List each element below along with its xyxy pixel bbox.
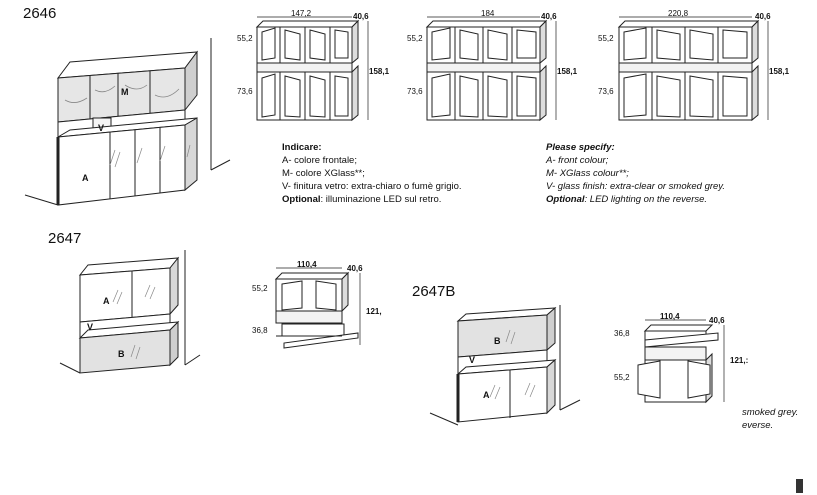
notes-it-line2: M- colore XGlass**; (282, 168, 365, 179)
dim-bottom-large: 73,6 (598, 87, 614, 96)
label-v: V (98, 123, 105, 133)
dim-top-small: 55,2 (237, 34, 253, 43)
label-2647b-a: A (483, 390, 490, 400)
dim-2647b-bottom: 55,2 (614, 373, 630, 382)
notes-it-title: Indicare: (282, 142, 322, 153)
dim-width-mid: 184 (481, 9, 495, 18)
dim-2647b-total: 121,: (730, 356, 749, 365)
notes-en-title: Please specify: (546, 142, 615, 153)
dim-2647b-depth: 40,6 (709, 316, 725, 325)
notes-english: Please specify: A- front colour; M- XGla… (546, 141, 725, 206)
notes-en-optional-text: : LED lighting on the reverse. (584, 194, 708, 205)
label-2647-a: A (103, 296, 110, 306)
dim-depth-large: 40,6 (755, 12, 771, 21)
dim-2647b-width: 110,4 (660, 312, 680, 321)
label-m: M (121, 87, 129, 97)
dim-2647-total: 121, (366, 307, 382, 316)
dim-top-mid: 55,2 (407, 34, 423, 43)
notes-en-optional-label: Optional (546, 194, 585, 205)
dim-bottom-small: 73,6 (237, 87, 253, 96)
model-code-2646: 2646 (23, 5, 57, 22)
dim-depth-mid: 40,6 (541, 12, 557, 21)
dim-total-small: 158,1 (369, 67, 390, 76)
notes-it-line3: V- finitura vetro: extra-chiaro o fumè g… (282, 181, 462, 192)
dim-depth-small: 40,6 (353, 12, 369, 21)
dim-width-small: 147,2 (291, 9, 312, 18)
notes-en-line3: V- glass finish: extra-clear or smoked g… (546, 181, 725, 192)
clipped-line2: everse. (742, 420, 774, 431)
dim-width-large: 220,8 (668, 9, 689, 18)
dim-total-mid: 158,1 (557, 67, 578, 76)
label-2647-v: V (87, 322, 94, 332)
label-2647b-v: V (469, 355, 476, 365)
dim-bottom-mid: 73,6 (407, 87, 423, 96)
scrollbar-thumb[interactable] (796, 479, 803, 493)
notes-en-line1: A- front colour; (546, 155, 609, 166)
model-code-2647: 2647 (48, 230, 82, 247)
dim-2647b-top: 36,8 (614, 329, 630, 338)
label-2647b-b: B (494, 336, 501, 346)
notes-italian: Indicare: A- colore frontale; M- colore … (282, 141, 462, 206)
dim-2647-bottom: 36,8 (252, 326, 268, 335)
notes-it-optional-text: : illuminazione LED sul retro. (320, 194, 442, 205)
clipped-text: ѕmoked grey. everse. (742, 406, 802, 432)
notes-it-line1: A- colore frontale; (282, 155, 357, 166)
dim-2647-width: 110,4 (297, 260, 317, 269)
label-a: A (82, 173, 89, 183)
dim-top-large: 55,2 (598, 34, 614, 43)
label-2647-b: B (118, 349, 125, 359)
dim-2647-depth: 40,6 (347, 264, 363, 273)
clipped-line1: ѕmoked grey. (742, 407, 799, 418)
dim-total-large: 158,1 (769, 67, 790, 76)
dim-2647-top: 55,2 (252, 284, 268, 293)
notes-en-line2: M- XGlass colour**; (546, 168, 629, 179)
notes-it-optional-label: Optional (282, 194, 321, 205)
model-code-2647b: 2647B (412, 283, 456, 300)
